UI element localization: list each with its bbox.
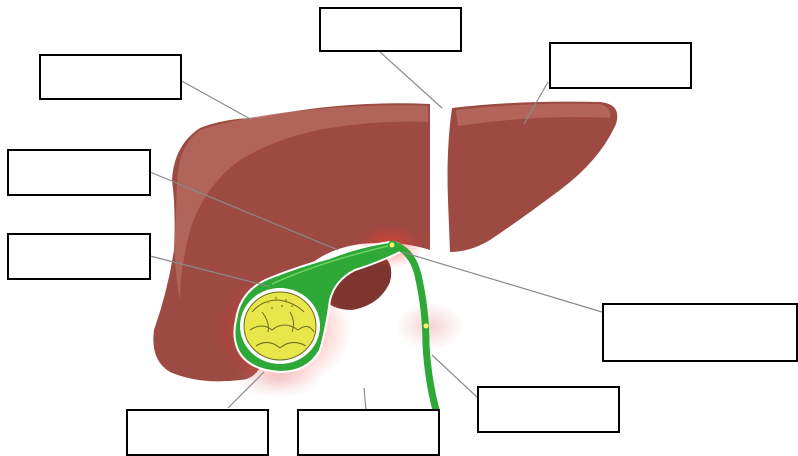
label-box-top-center [319,7,462,52]
glow-duct-lower [396,302,464,350]
label-box-top-left [39,54,182,100]
liver-left-lobe [448,102,618,252]
label-box-right-middle [602,303,798,362]
label-box-bottom-left [126,409,269,456]
label-box-top-right [549,42,692,89]
duct-marker-lower [424,324,429,329]
label-box-right-lower [477,386,620,433]
label-box-left-lower [7,233,151,280]
label-box-bottom-center [297,409,440,456]
duct-marker-upper [390,243,395,248]
gallstones [240,288,320,364]
label-box-left-upper [7,149,151,196]
